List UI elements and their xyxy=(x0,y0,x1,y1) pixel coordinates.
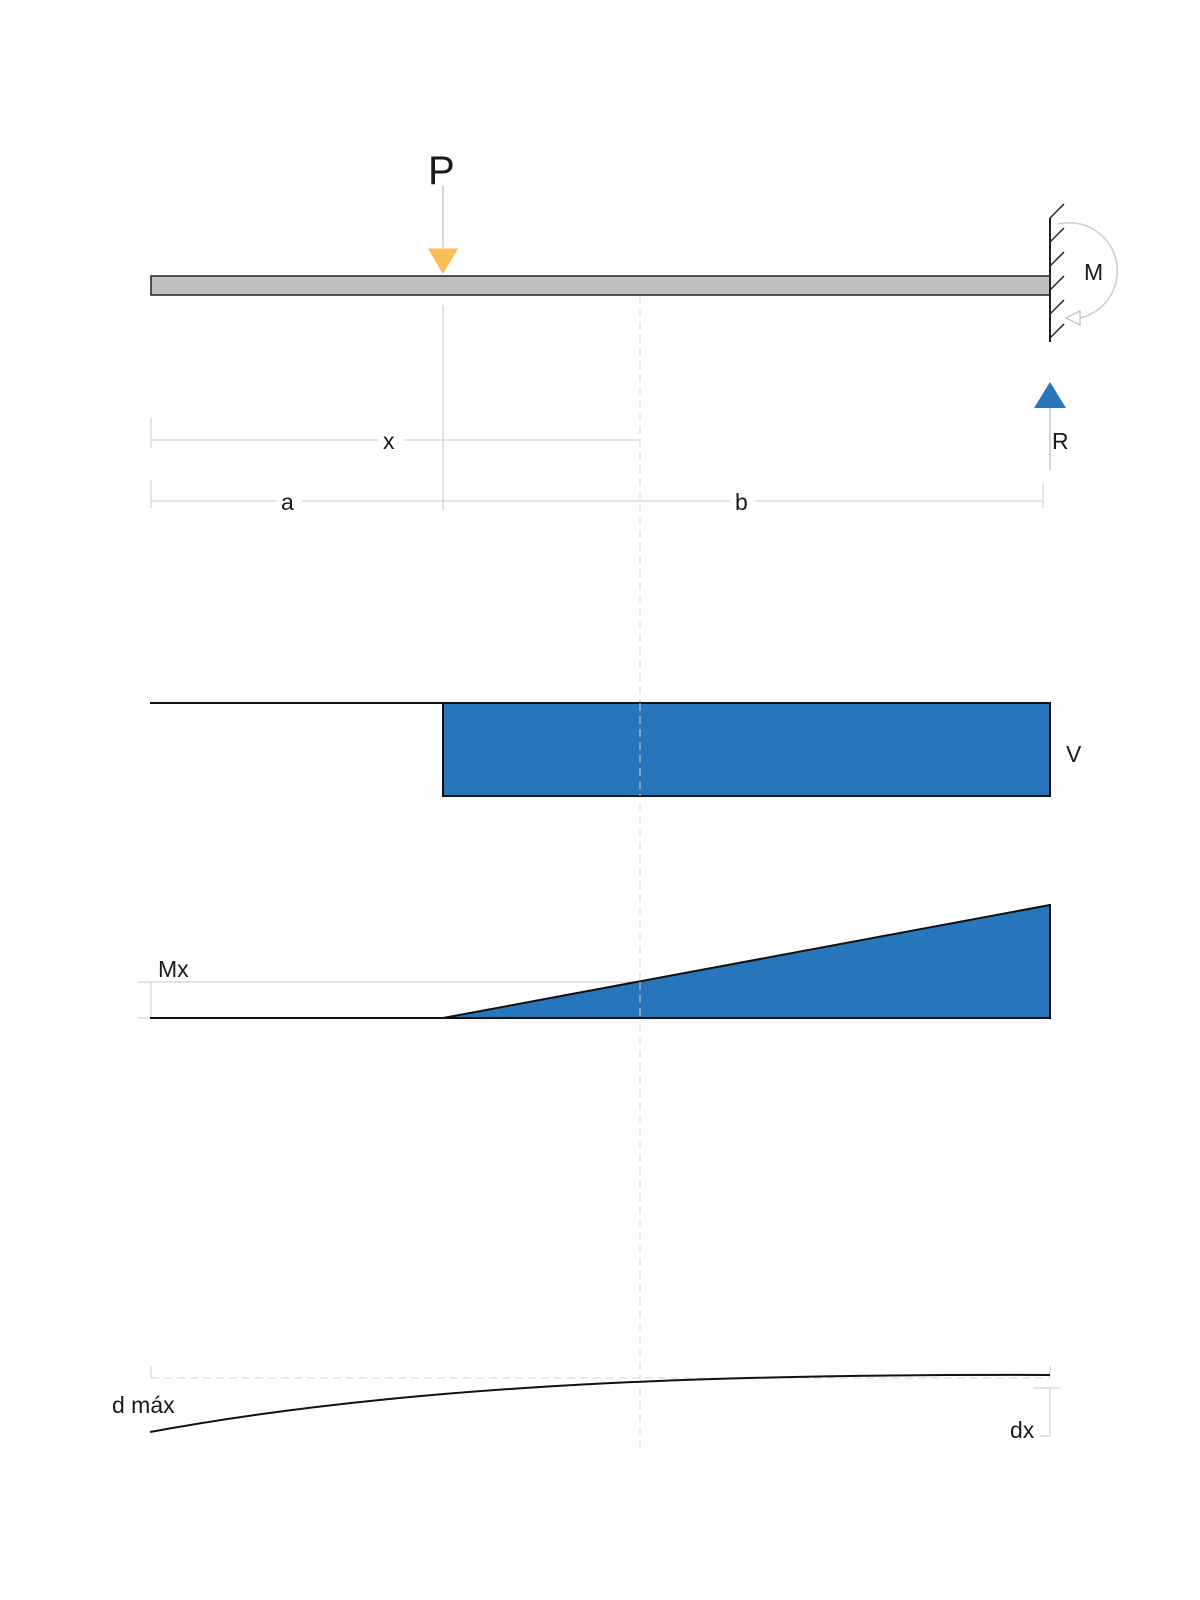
load-label: P xyxy=(428,149,455,193)
beam xyxy=(150,275,1051,296)
dimensions: x a b xyxy=(150,305,1044,515)
max-deflection-label: d máx xyxy=(112,1392,175,1418)
moment-arrow-head xyxy=(1064,310,1081,326)
shear-label: V xyxy=(1066,741,1082,767)
shear-diagram: V xyxy=(150,702,1082,797)
dimension-b-label: b xyxy=(735,489,748,515)
moment-label: M xyxy=(1084,259,1103,285)
moment-at-x-label: Mx xyxy=(158,956,189,982)
beam-section: P M R xyxy=(150,149,1118,470)
fixed-support xyxy=(1049,203,1065,342)
shear-block xyxy=(442,702,1051,797)
reaction-label: R xyxy=(1052,428,1069,454)
deflection-diagram: d máx dx xyxy=(112,1366,1060,1443)
deflection-curve xyxy=(149,1373,1051,1433)
moment-arrow xyxy=(1057,221,1118,319)
deflection-at-x-label: dx xyxy=(1010,1417,1035,1443)
reaction-arrow-head xyxy=(1034,382,1066,408)
moment-triangle xyxy=(442,903,1051,1019)
moment-diagram: Mx xyxy=(138,903,1051,1019)
load-arrow-head xyxy=(426,247,460,276)
dimension-a-label: a xyxy=(281,489,294,515)
dimension-x-label: x xyxy=(383,428,395,454)
